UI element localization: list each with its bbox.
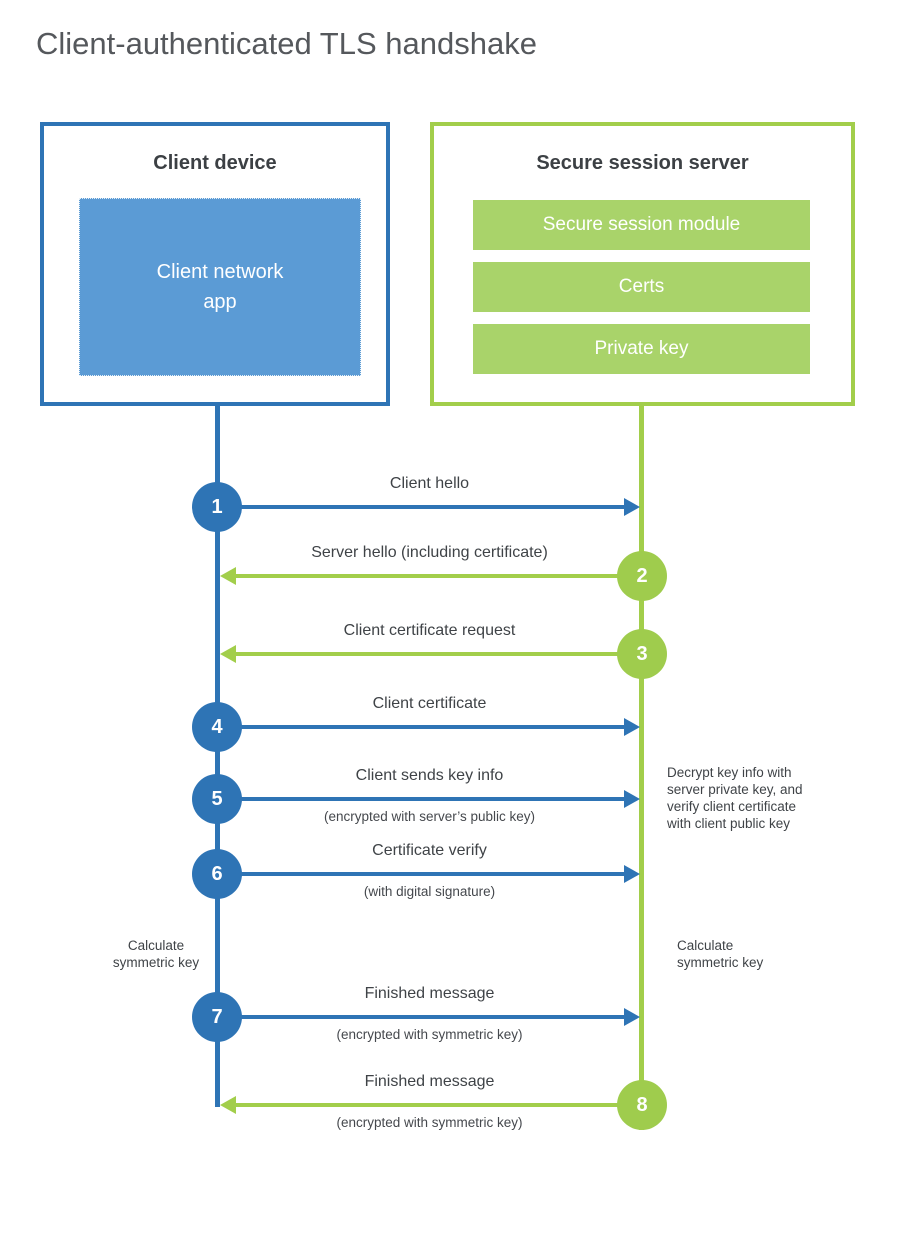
step-4-circle: 4 — [192, 702, 242, 752]
step-3-arrow-shaft — [236, 652, 620, 656]
step-5-circle: 5 — [192, 774, 242, 824]
step-7-sublabel: (encrypted with symmetric key) — [336, 1027, 523, 1042]
step-6-label: Certificate verify — [372, 842, 487, 859]
note-calc-right-line-2: symmetric key — [677, 955, 764, 970]
step-2-circle: 2 — [617, 551, 667, 601]
step-2-label: Server hello (including certificate) — [311, 544, 548, 561]
note-calculate-symmetric-key-server: Calculate symmetric key — [677, 937, 817, 971]
note-calculate-symmetric-key-client: Calculate symmetric key — [86, 937, 226, 971]
note-decrypt-line-3: verify client certificate — [667, 799, 797, 814]
note-calc-left-line-2: symmetric key — [112, 955, 200, 970]
step-6-sublabel: (with digital signature) — [363, 884, 496, 899]
step-8-arrow-shaft — [236, 1103, 620, 1107]
server-module-private-key: Private key — [473, 324, 810, 374]
step-5-arrow-shaft — [240, 797, 624, 801]
step-3-arrowhead-icon — [220, 645, 236, 663]
step-8-label: Finished message — [364, 1073, 495, 1090]
server-module-secure-session: Secure session module — [473, 200, 810, 250]
server-module-certs: Certs — [473, 262, 810, 312]
step-8-circle: 8 — [617, 1080, 667, 1130]
client-app-line-1: Client network — [156, 261, 284, 283]
step-2-arrow-shaft — [236, 574, 620, 578]
step-3-circle: 3 — [617, 629, 667, 679]
step-1-label: Client hello — [389, 475, 470, 492]
step-6-arrow-shaft — [240, 872, 624, 876]
note-decrypt-line-1: Decrypt key info with — [667, 765, 792, 780]
client-app-line-2: app — [203, 291, 237, 313]
step-2-arrowhead-icon — [220, 567, 236, 585]
note-decrypt-line-2: server private key, and — [667, 782, 803, 797]
step-7-arrowhead-icon — [624, 1008, 640, 1026]
client-lifeline — [215, 403, 220, 1107]
step-3-label: Client certificate request — [343, 622, 516, 639]
step-1-circle: 1 — [192, 482, 242, 532]
secure-session-server-box: Secure session server Secure session mod… — [430, 122, 855, 406]
page-title: Client-authenticated TLS handshake — [36, 26, 537, 61]
step-6-circle: 6 — [192, 849, 242, 899]
step-5-arrowhead-icon — [624, 790, 640, 808]
step-5-sublabel: (encrypted with server’s public key) — [323, 809, 536, 824]
step-4-arrow-shaft — [240, 725, 624, 729]
step-7-label: Finished message — [364, 985, 495, 1002]
step-5-label: Client sends key info — [355, 767, 504, 784]
note-decrypt-line-4: with client public key — [667, 816, 791, 831]
client-network-app-box: Client network app — [79, 198, 361, 376]
step-4-arrowhead-icon — [624, 718, 640, 736]
note-calc-left-line-1: Calculate — [127, 938, 185, 953]
step-8-arrowhead-icon — [220, 1096, 236, 1114]
note-decrypt-key-info: Decrypt key info with server private key… — [667, 764, 842, 832]
step-1-arrow-shaft — [240, 505, 624, 509]
server-lifeline — [639, 403, 644, 1130]
step-8-sublabel: (encrypted with symmetric key) — [336, 1115, 523, 1130]
step-7-circle: 7 — [192, 992, 242, 1042]
client-device-heading: Client device — [153, 152, 277, 174]
note-calc-right-line-1: Calculate — [677, 938, 734, 953]
step-7-arrow-shaft — [240, 1015, 624, 1019]
step-4-label: Client certificate — [372, 695, 487, 712]
client-device-box: Client device Client network app — [40, 122, 390, 406]
step-1-arrowhead-icon — [624, 498, 640, 516]
step-6-arrowhead-icon — [624, 865, 640, 883]
server-heading: Secure session server — [536, 152, 749, 174]
